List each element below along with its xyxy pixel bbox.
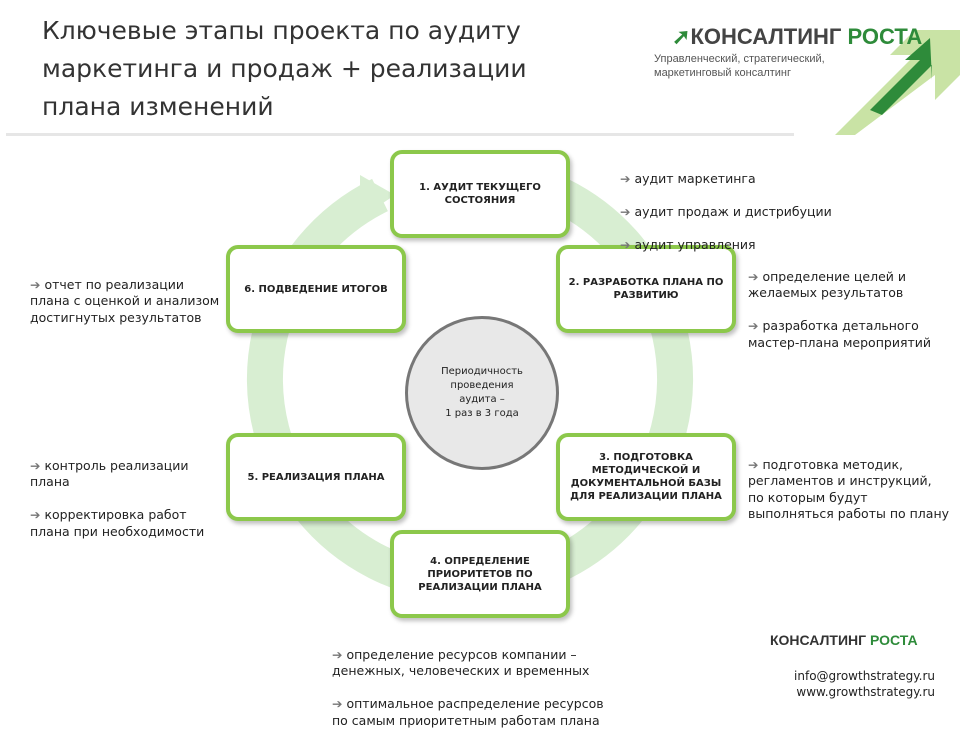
stage-5-box: 5. РЕАЛИЗАЦИЯ ПЛАНА bbox=[226, 433, 406, 521]
logo-arrow-icon bbox=[835, 30, 960, 135]
periodicity-circle: Периодичность проведения аудита – 1 раз … bbox=[405, 316, 559, 470]
page-title: Ключевые этапы проекта по аудиту маркети… bbox=[42, 16, 527, 121]
footer-contacts: info@growthstrategy.ru www.growthstrateg… bbox=[782, 668, 935, 700]
notes-stage-4: ➔ определение ресурсов компании – денежн… bbox=[332, 646, 604, 728]
stage-6-box: 6. ПОДВЕДЕНИЕ ИТОГОВ bbox=[226, 245, 406, 333]
logo-name: ➚КОНСАЛТИНГ РОСТА bbox=[672, 24, 923, 49]
divider bbox=[6, 133, 794, 136]
notes-stage-3: ➔ подготовка методик, регламентов и инст… bbox=[748, 456, 950, 522]
stage-1-box: 1. АУДИТ ТЕКУЩЕГО СОСТОЯНИЯ bbox=[390, 150, 570, 238]
notes-stage-5: ➔ контроль реализации плана ➔ корректиро… bbox=[30, 457, 205, 539]
footer-site[interactable]: www.growthstrategy.ru bbox=[796, 685, 935, 699]
logo-subtitle: Управленческий, стратегический, маркетин… bbox=[654, 53, 825, 79]
footer-brand: КОНСАЛТИНГ РОСТА bbox=[770, 632, 918, 648]
notes-stage-1: ➔ аудит маркетинга ➔ аудит продаж и дист… bbox=[620, 170, 832, 252]
stage-3-box: 3. ПОДГОТОВКА МЕТОДИЧЕСКОЙ И ДОКУМЕНТАЛЬ… bbox=[556, 433, 736, 521]
footer-email[interactable]: info@growthstrategy.ru bbox=[794, 669, 935, 683]
notes-stage-6: ➔ отчет по реализации плана с оценкой и … bbox=[30, 276, 220, 325]
notes-stage-2: ➔ определение целей и желаемых результат… bbox=[748, 268, 931, 350]
stage-2-box: 2. РАЗРАБОТКА ПЛАНА ПО РАЗВИТИЮ bbox=[556, 245, 736, 333]
stage-4-box: 4. ОПРЕДЕЛЕНИЕ ПРИОРИТЕТОВ ПО РЕАЛИЗАЦИИ… bbox=[390, 530, 570, 618]
